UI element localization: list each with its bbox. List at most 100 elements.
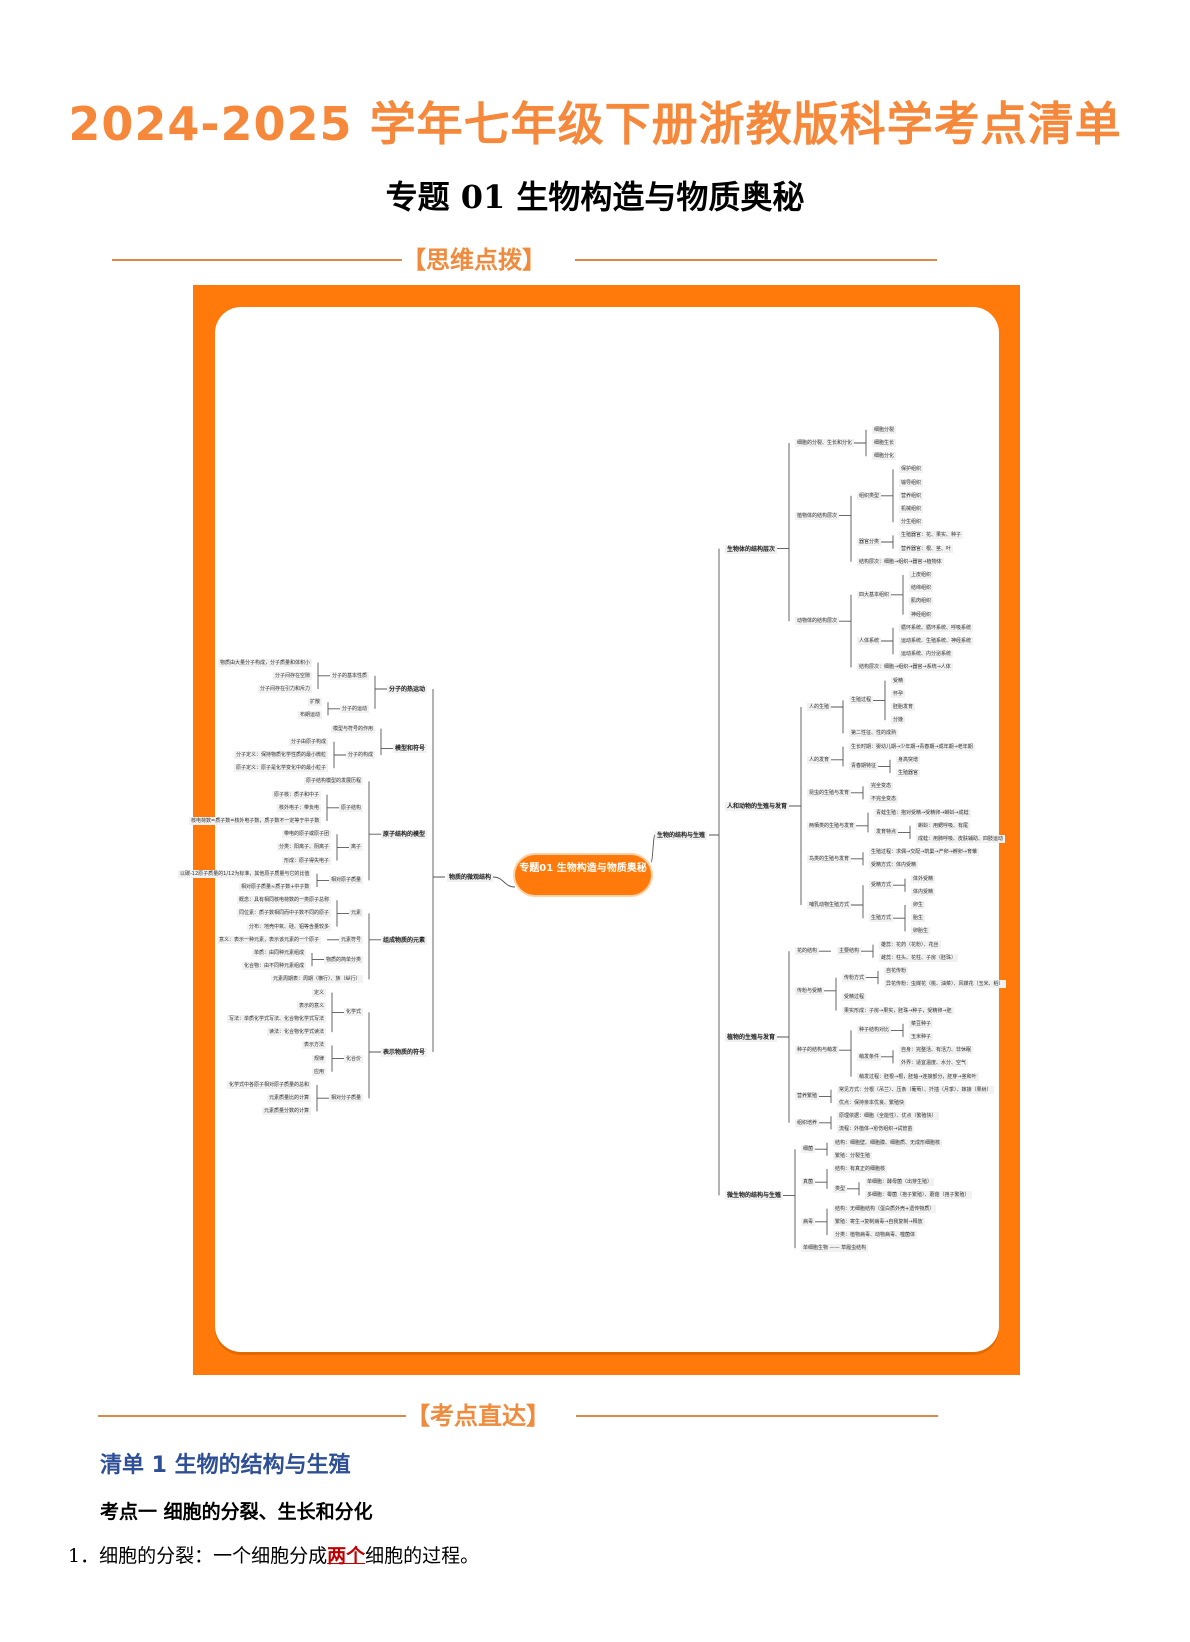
mindmap-node: 生殖过程: [849, 696, 874, 705]
mindmap-bracket: [851, 852, 864, 866]
mindmap-node: 细胞分化: [872, 452, 897, 461]
mindmap-bracket: [777, 951, 790, 1123]
mindmap-node: 扩散: [308, 698, 323, 707]
mindmap-node: 细菌: [801, 1145, 816, 1154]
mindmap-bracket: [851, 885, 864, 919]
mindmap-node: 果实形成：子房→果实，胚珠→种子，受精卵→胚: [842, 1006, 954, 1015]
mindmap-node: 卵生: [911, 901, 926, 909]
mindmap-bracket: [777, 443, 790, 622]
mindmap-bracket: [856, 812, 869, 833]
mindmap-node: 离子: [349, 843, 364, 852]
mindmap-node: 意义：表示一种元素，表示该元素的一个原子: [217, 935, 322, 944]
mindmap-root-node: 专题01 生物构造与物质奥秘: [515, 855, 651, 895]
mindmap-node: 元素质量比的计算: [267, 1094, 312, 1103]
mindmap-bracket: [847, 1182, 860, 1196]
mindmap-node: 元素: [349, 909, 364, 918]
mindmap-node: 体内受精: [911, 887, 936, 896]
mindmap-node: 输导组织: [899, 478, 924, 487]
mindmap-node: 青蛙生殖：抱对受精→受精卵→蝌蚪→成蛙: [874, 808, 971, 817]
mindmap-node: 类型: [833, 1184, 848, 1193]
mindmap-node: 生殖方式: [869, 914, 894, 923]
mindmap-bracket: [878, 759, 891, 773]
mindmap-bracket: [893, 878, 906, 892]
mindmap-node: 生长时期：婴幼儿期→少年期→青春期→成年期→老年期: [849, 742, 975, 751]
mindmap-bracket: [881, 535, 894, 549]
divider-line-left: [98, 1415, 406, 1417]
mindmap-node: 体外受精: [911, 874, 936, 883]
mindmap-node: 器官分类: [857, 538, 882, 546]
mindmap-node: 表示方法: [302, 1041, 327, 1050]
mindmap-bracket: [789, 707, 802, 905]
mindmap-node: 发育特点: [874, 828, 899, 837]
mindmap-node: 分生组织: [899, 518, 924, 527]
mindmap-bracket: [824, 977, 837, 1011]
paragraph-item: 1．细胞的分裂：一个细胞分成两个细胞的过程。: [68, 1541, 479, 1568]
mindmap-node: 核外电子：带负电: [277, 803, 322, 812]
mindmap-node: 原理依据：细胞（全能性）、优点（繁殖快）: [837, 1112, 939, 1121]
mindmap-node: 元素符号: [339, 935, 364, 944]
mindmap-node: 细胞生长: [872, 439, 897, 447]
mindmap-node: 组织类型: [857, 491, 882, 500]
mindmap-bracket: [831, 746, 844, 767]
mindmap-node: 相对原子质量: [329, 876, 364, 885]
mindmap-node: 化合价: [344, 1054, 364, 1063]
mindmap-connector: [650, 834, 656, 863]
mindmap-node: 分子由原子构成: [289, 737, 329, 746]
mindmap-node: 原子结构模型的发展历程: [304, 777, 364, 786]
mindmap-node: 生物的结构与生殖: [655, 831, 708, 840]
list-heading: 清单 1 生物的结构与生殖: [100, 1453, 351, 1478]
mindmap-node: 结构：细胞壁、细胞膜、细胞质、无成形细胞核: [833, 1138, 943, 1147]
mindmap-bracket: [815, 1169, 828, 1189]
mindmap-node: 受精: [891, 676, 906, 685]
mindmap-node: 带电的原子或原子团: [282, 830, 332, 839]
mindmap-bracket: [898, 825, 911, 839]
section-divider-mindmap: 【思维点拨】: [0, 240, 1190, 280]
mindmap-bracket: [333, 741, 346, 769]
mindmap-bracket: [336, 900, 349, 927]
mindmap-node: 规律: [312, 1054, 327, 1063]
mindmap-node: 肌肉组织: [909, 597, 934, 606]
mindmap-node: 受精方式: [869, 881, 894, 890]
mindmap-node: 植物的生殖与发育: [725, 1033, 778, 1042]
mindmap-node: 细胞的分裂、生长和分化: [795, 439, 855, 447]
mindmap-node: 结构层次：细胞→组织→器官→植物体: [857, 557, 944, 566]
mindmap-bracket: [819, 1116, 832, 1130]
mindmap-node: 生殖器官: [896, 769, 921, 777]
mindmap-node: 元素质量分数的计算: [262, 1107, 312, 1116]
mindmap-node: 怀孕: [891, 689, 906, 698]
mindmap-bracket: [815, 1208, 828, 1235]
mindmap-node: 分子定义：保持物质化学性质的最小微粒: [234, 751, 329, 759]
mindmap-node: 物质的微观结构: [447, 873, 494, 882]
mindmap-node: 胎生: [911, 914, 926, 923]
mindmap-node: 两栖类的生殖与发育: [807, 821, 857, 830]
mindmap-node: 保护组织: [899, 465, 924, 474]
mindmap-node: 分子的基本性质: [330, 671, 370, 680]
mindmap-node: 流程：外植体→愈伤组织→试管苗: [837, 1125, 915, 1134]
mindmap-node: 雄蕊：花药（花粉）、花丝: [879, 940, 941, 949]
mindmap-node: 真菌: [801, 1178, 816, 1187]
section-label-points: 【考点直达】: [406, 1402, 550, 1430]
mindmap-bracket: [374, 675, 387, 709]
mindmap-node: 菜豆种子: [909, 1019, 934, 1028]
mindmap-node: 完全变态: [869, 782, 894, 791]
mindmap-bracket: [311, 953, 324, 967]
mindmap-bracket: [368, 913, 381, 980]
mindmap-node: 鸟类的生殖与发育: [807, 854, 852, 863]
mindmap-node: 人的发育: [807, 755, 832, 764]
mindmap-frame: 专题01 生物构造与物质奥秘 生物的结构与生殖生物体的结构层次细胞的分裂、生长和…: [178, 285, 1020, 1375]
mindmap-bracket: [815, 1142, 828, 1156]
mindmap-bracket: [336, 834, 349, 861]
mindmap-node: 单细胞生物 —— 草履虫结构: [801, 1244, 869, 1253]
mindmap-bracket: [851, 786, 864, 800]
mindmap-bracket: [316, 1085, 329, 1112]
mindmap-node: 种子结构对比: [857, 1026, 892, 1035]
mindmap-node: 常见方式：分根（吊兰）、压条（葡萄）、扦插（月季）、嫁接（果树）: [837, 1085, 994, 1094]
mindmap-node: 传粉方式: [842, 973, 867, 982]
mindmap-node: 人的生殖: [807, 703, 832, 711]
mindmap-bracket: [873, 680, 886, 721]
mindmap-node: 不完全变态: [869, 795, 899, 804]
mindmap-node: 人和动物的生殖与发育: [725, 802, 790, 811]
mindmap-bracket: [839, 1030, 852, 1077]
mindmap-node: 胚胎发育: [891, 703, 916, 711]
mindmap-node: 异花传粉：虫媒花（桃、油菜）、风媒花（玉米、稻）: [884, 980, 1006, 989]
